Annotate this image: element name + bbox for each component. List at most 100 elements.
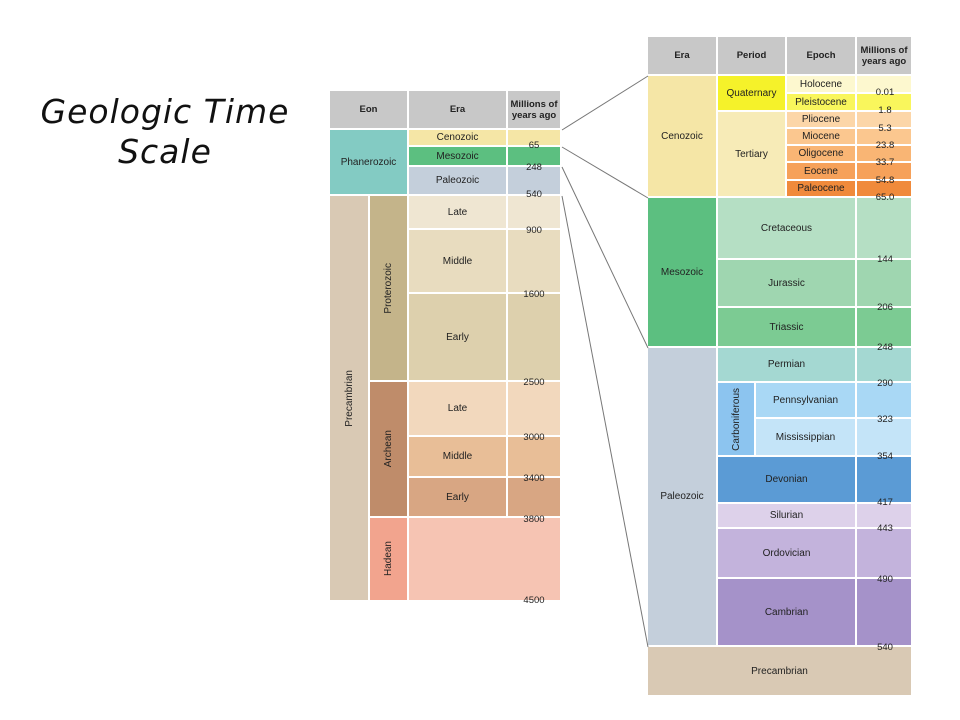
era-hadean-block: [409, 518, 562, 602]
mya-cell-devonian: [857, 457, 913, 504]
right-date-417: 417: [877, 497, 893, 508]
era-proterozoic-early: Early: [409, 294, 508, 382]
header-era-right: Era: [648, 37, 718, 76]
epoch-holocene: Holocene: [787, 76, 857, 94]
mya-cell-jurassic: [857, 260, 913, 308]
eon-phanerozoic: Phanerozoic: [330, 130, 409, 196]
header-eon: Eon: [330, 91, 409, 130]
mya-cell-miocene: [857, 129, 913, 146]
eon-precambrian: Precambrian: [330, 196, 370, 602]
title-line-1: Geologic Time: [40, 92, 290, 131]
epoch-paleocene: Paleocene: [787, 181, 857, 198]
mya-cell-oligocene: [857, 146, 913, 163]
mya-cell-triassic: [857, 308, 913, 348]
right-date-248: 248: [877, 342, 893, 353]
left-date-3000: 3000: [523, 432, 545, 443]
epoch-oligocene: Oligocene: [787, 146, 857, 163]
connector-cenozoic-top: [561, 75, 649, 131]
mya-cell-silurian: [857, 504, 913, 529]
mya-cell-cretaceous: [857, 198, 913, 260]
epoch-miocene: Miocene: [787, 129, 857, 146]
left-date-3800: 3800: [523, 514, 545, 525]
mya-cell-permian: [857, 348, 913, 383]
mya-cell-cambrian: [857, 579, 913, 647]
header-epoch: Epoch: [787, 37, 857, 76]
right-era-precambrian: Precambrian: [648, 647, 913, 697]
era-archean-late: Late: [409, 382, 508, 437]
mya-cell-ordovician: [857, 529, 913, 579]
right-date-33-7: 33.7: [875, 157, 895, 168]
period-carboniferous-label: Carboniferous: [730, 387, 742, 451]
left-date-4500: 4500: [523, 595, 545, 606]
period-jurassic: Jurassic: [718, 260, 857, 308]
connector-paleozoic-top: [561, 166, 649, 349]
left-date-65: 65: [528, 140, 540, 151]
mya-cell-prot-middle: [508, 230, 562, 294]
period-triassic: Triassic: [718, 308, 857, 348]
mya-cell-arch-early: [508, 478, 562, 518]
mya-cell-mesozoic: [508, 147, 562, 167]
right-date-5-3: 5.3: [878, 123, 892, 134]
right-date-323: 323: [877, 414, 893, 425]
left-date-2500: 2500: [523, 377, 545, 388]
epoch-pleistocene: Pleistocene: [787, 94, 857, 112]
title-line-2: Scale: [118, 132, 212, 171]
mya-cell-prot-early: [508, 294, 562, 382]
period-mississippian: Mississippian: [756, 419, 857, 457]
period-ordovician: Ordovician: [718, 529, 857, 579]
era-paleozoic: Paleozoic: [409, 167, 508, 196]
period-devonian: Devonian: [718, 457, 857, 504]
connector-precambrian-top: [561, 195, 649, 648]
period-silurian: Silurian: [718, 504, 857, 529]
period-pennsylvanian: Pennsylvanian: [756, 383, 857, 419]
right-date-65-0: 65.0: [875, 192, 895, 203]
right-date-206: 206: [877, 302, 893, 313]
mya-cell-arch-late: [508, 382, 562, 437]
era-cenozoic: Cenozoic: [409, 130, 508, 147]
right-era-paleozoic: Paleozoic: [648, 348, 718, 647]
left-date-248: 248: [526, 162, 542, 173]
subeon-archean-label: Archean: [383, 430, 394, 468]
mya-cell-pliocene: [857, 112, 913, 129]
right-date-443: 443: [877, 523, 893, 534]
left-date-3400: 3400: [523, 473, 545, 484]
right-date-54-8: 54.8: [875, 175, 895, 186]
right-date-290: 290: [877, 378, 893, 389]
left-date-1600: 1600: [523, 289, 545, 300]
mya-cell-arch-middle: [508, 437, 562, 478]
mya-cell-eocene: [857, 163, 913, 181]
era-mesozoic: Mesozoic: [409, 147, 508, 167]
period-cretaceous: Cretaceous: [718, 198, 857, 260]
left-date-900: 900: [526, 225, 542, 236]
connector-mesozoic-top: [561, 146, 649, 199]
right-era-mesozoic: Mesozoic: [648, 198, 718, 348]
right-date-540: 540: [877, 642, 893, 653]
mya-cell-paleocene: [857, 181, 913, 198]
subeon-archean: Archean: [370, 382, 409, 518]
subeon-hadean: Hadean: [370, 518, 409, 602]
epoch-eocene: Eocene: [787, 163, 857, 181]
right-date-144: 144: [877, 254, 893, 265]
era-archean-early: Early: [409, 478, 508, 518]
mya-cell-prot-late: [508, 196, 562, 230]
right-date-0-01: 0.01: [875, 87, 895, 98]
mya-cell-holocene: [857, 76, 913, 94]
right-era-cenozoic: Cenozoic: [648, 76, 718, 198]
header-mya: Millions of years ago: [508, 91, 562, 130]
subeon-proterozoic-label: Proterozoic: [383, 262, 394, 314]
era-proterozoic-middle: Middle: [409, 230, 508, 294]
epoch-pliocene: Pliocene: [787, 112, 857, 129]
slide-title: Geologic Time Scale: [20, 92, 310, 172]
right-date-354: 354: [877, 451, 893, 462]
era-proterozoic-late: Late: [409, 196, 508, 230]
right-date-23-8: 23.8: [875, 140, 895, 151]
subeon-hadean-label: Hadean: [383, 541, 394, 577]
header-era: Era: [409, 91, 508, 130]
period-carboniferous: Carboniferous: [718, 383, 756, 457]
subeon-proterozoic: Proterozoic: [370, 196, 409, 382]
eon-precambrian-label: Precambrian: [343, 369, 355, 427]
period-cambrian: Cambrian: [718, 579, 857, 647]
period-permian: Permian: [718, 348, 857, 383]
mya-cell-paleozoic: [508, 167, 562, 196]
left-date-540: 540: [526, 189, 542, 200]
